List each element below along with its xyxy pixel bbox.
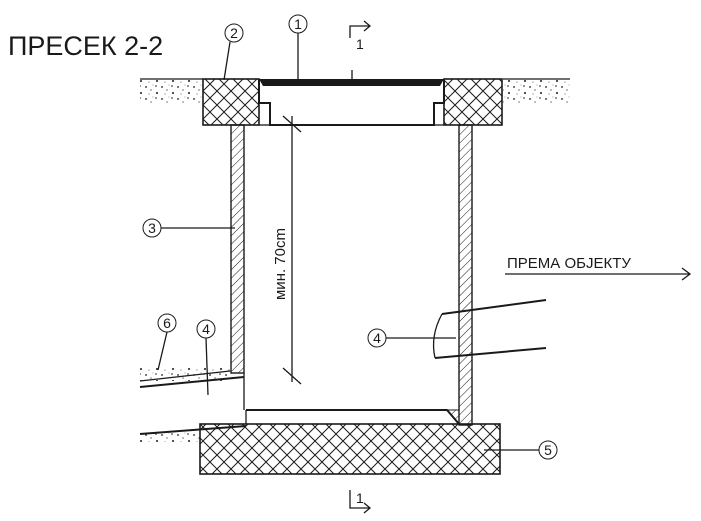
callout-1-number: 1 bbox=[294, 16, 302, 32]
section-mark-bottom bbox=[349, 490, 372, 514]
callout-6-number: 6 bbox=[163, 315, 171, 331]
callout-3-number: 3 bbox=[148, 220, 156, 236]
callout-4-left bbox=[196, 319, 216, 396]
callout-4-left-number: 4 bbox=[202, 321, 210, 337]
callout-4-right-number: 4 bbox=[373, 330, 381, 346]
callout-5 bbox=[484, 440, 558, 460]
section-mark-bottom-label: 1 bbox=[356, 490, 364, 506]
callout-6 bbox=[157, 313, 177, 371]
callout-5-number: 5 bbox=[544, 442, 552, 458]
outlet-pipe bbox=[432, 299, 547, 359]
section-title: ПРЕСЕК 2-2 bbox=[8, 31, 163, 61]
direction-label: ПРЕМА ОБЈЕКТУ bbox=[507, 255, 631, 272]
callout-3 bbox=[142, 218, 235, 238]
callout-1 bbox=[288, 14, 308, 80]
direction-arrow bbox=[505, 267, 692, 281]
section-mark-top bbox=[349, 20, 372, 38]
callout-2 bbox=[223, 23, 244, 81]
callout-4-right bbox=[367, 328, 456, 348]
depth-dimension bbox=[282, 115, 302, 385]
manhole-lid bbox=[259, 70, 444, 86]
dimension-label: мин. 70cm bbox=[272, 228, 289, 300]
base-slab bbox=[199, 409, 501, 475]
callout-2-number: 2 bbox=[230, 25, 238, 41]
shaft-walls bbox=[230, 124, 473, 426]
ground-surface bbox=[140, 78, 570, 104]
section-mark-top-label: 1 bbox=[356, 36, 364, 52]
cover-slab bbox=[202, 78, 503, 126]
